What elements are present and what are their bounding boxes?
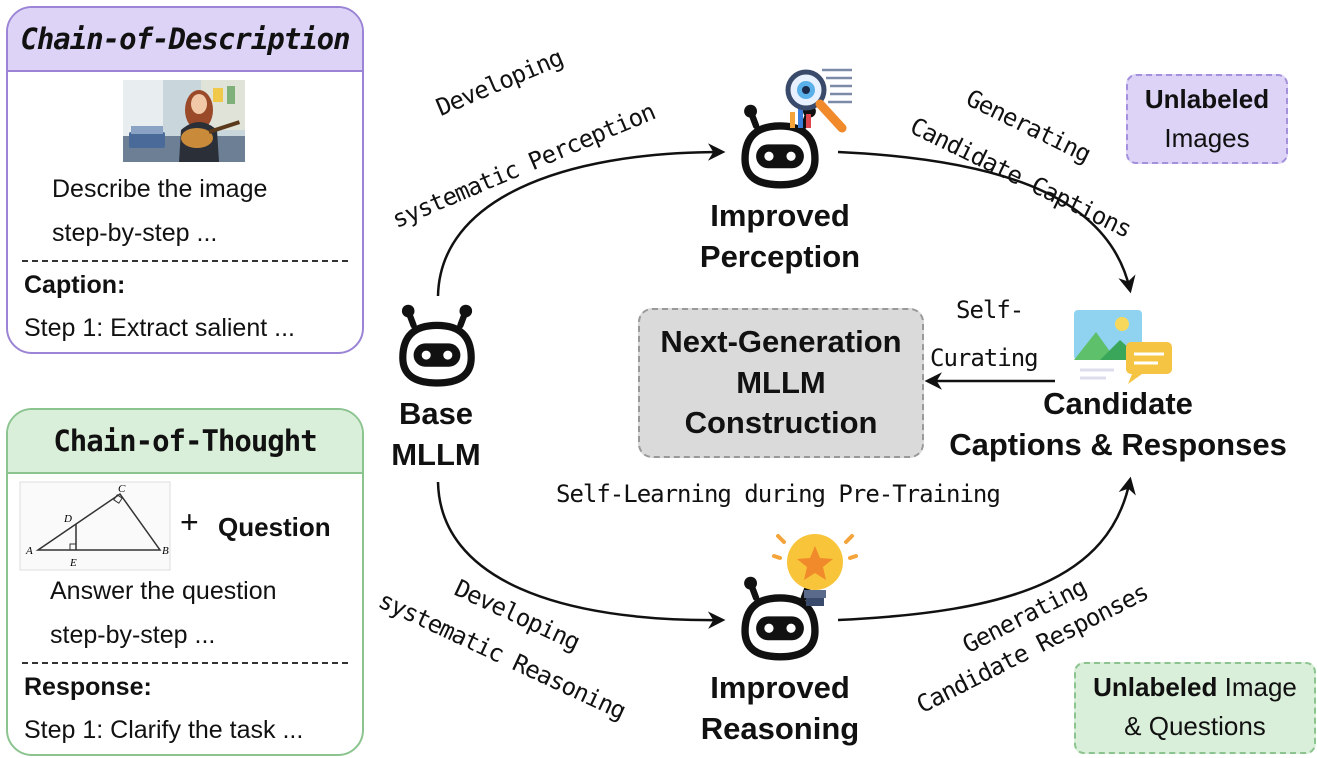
self-curating-line1: Self- [956,296,1024,324]
images-tag-bold: Unlabeled [1144,84,1270,114]
geo-label-b: B [162,545,169,557]
geometry-triangle-figure: C D A E B [19,481,171,571]
base-mllm-label: Base MLLM [382,394,490,476]
cot-output-line: Step 1: Clarify the task ... [24,716,304,744]
base-robot-icon [399,304,475,387]
candidate-captions-responses-label: Candidate Captions & Responses [940,384,1296,466]
geo-label-c: C [118,483,126,495]
center-label-line3: Construction [684,405,878,441]
arrow-base-to-reasoning [436,481,726,629]
lightbulb-icon [772,534,858,606]
plus-symbol: + [180,504,199,540]
cot-title: Chain-of-Thought [8,410,362,474]
cod-output-label: Caption: [24,271,126,299]
cod-prompt-line2: step-by-step ... [52,219,218,247]
magnifier-document-icon [785,68,852,133]
iq-tag-rest1: Image [1217,672,1297,702]
arrow-perception-to-candidate [837,150,1136,294]
chain-of-description-card: Chain-of-Description Describe the image … [6,6,364,354]
geo-label-d: D [63,513,72,525]
perception-label-line2: Perception [699,238,861,274]
base-label-line1: Base [398,396,474,431]
images-tag-rest: Images [1164,123,1250,153]
cod-title: Chain-of-Description [8,8,362,72]
center-label-line2: MLLM [736,364,826,400]
arrow-reasoning-to-candidate [837,476,1136,622]
candidate-label-line2: Captions & Responses [949,426,1287,462]
improved-reasoning-label: Improved Reasoning [680,668,880,750]
improved-perception-label: Improved Perception [680,196,880,278]
question-label: Question [218,512,331,542]
unlabeled-images-tag: Unlabeled Images [1126,74,1288,164]
geo-label-e: E [69,557,77,569]
candidate-label-line1: Candidate [1043,386,1193,421]
cot-divider [22,662,348,664]
geo-label-a: A [25,545,33,557]
self-curating-line2: Curating [930,344,1039,372]
image-chat-icon [1074,310,1172,384]
iq-tag-bold: Unlabeled [1093,672,1218,702]
cot-prompt-line1: Answer the question [50,577,277,605]
unlabeled-image-questions-tag: Unlabeled Image & Questions [1074,662,1316,754]
chain-of-thought-card: Chain-of-Thought C D A E B + Question An… [6,408,364,756]
cod-divider [22,260,348,262]
cod-prompt-line1: Describe the image [52,175,268,203]
next-generation-mllm-box: Next-Generation MLLM Construction [638,308,924,458]
cot-output-label: Response: [24,673,152,701]
cod-output-line: Step 1: Extract salient ... [24,314,295,342]
cot-prompt-line2: step-by-step ... [50,621,216,649]
perception-label-line1: Improved [710,198,850,233]
arrow-base-to-perception [436,143,726,297]
iq-tag-rest2: & Questions [1124,711,1266,741]
base-label-line2: MLLM [391,436,481,472]
reasoning-label-line1: Improved [710,670,850,705]
guitar-photo-image [123,80,245,162]
reasoning-label-line2: Reasoning [700,710,860,746]
self-learning-label: Self-Learning during Pre-Training [556,480,1001,508]
center-label-line1: Next-Generation [660,323,902,359]
